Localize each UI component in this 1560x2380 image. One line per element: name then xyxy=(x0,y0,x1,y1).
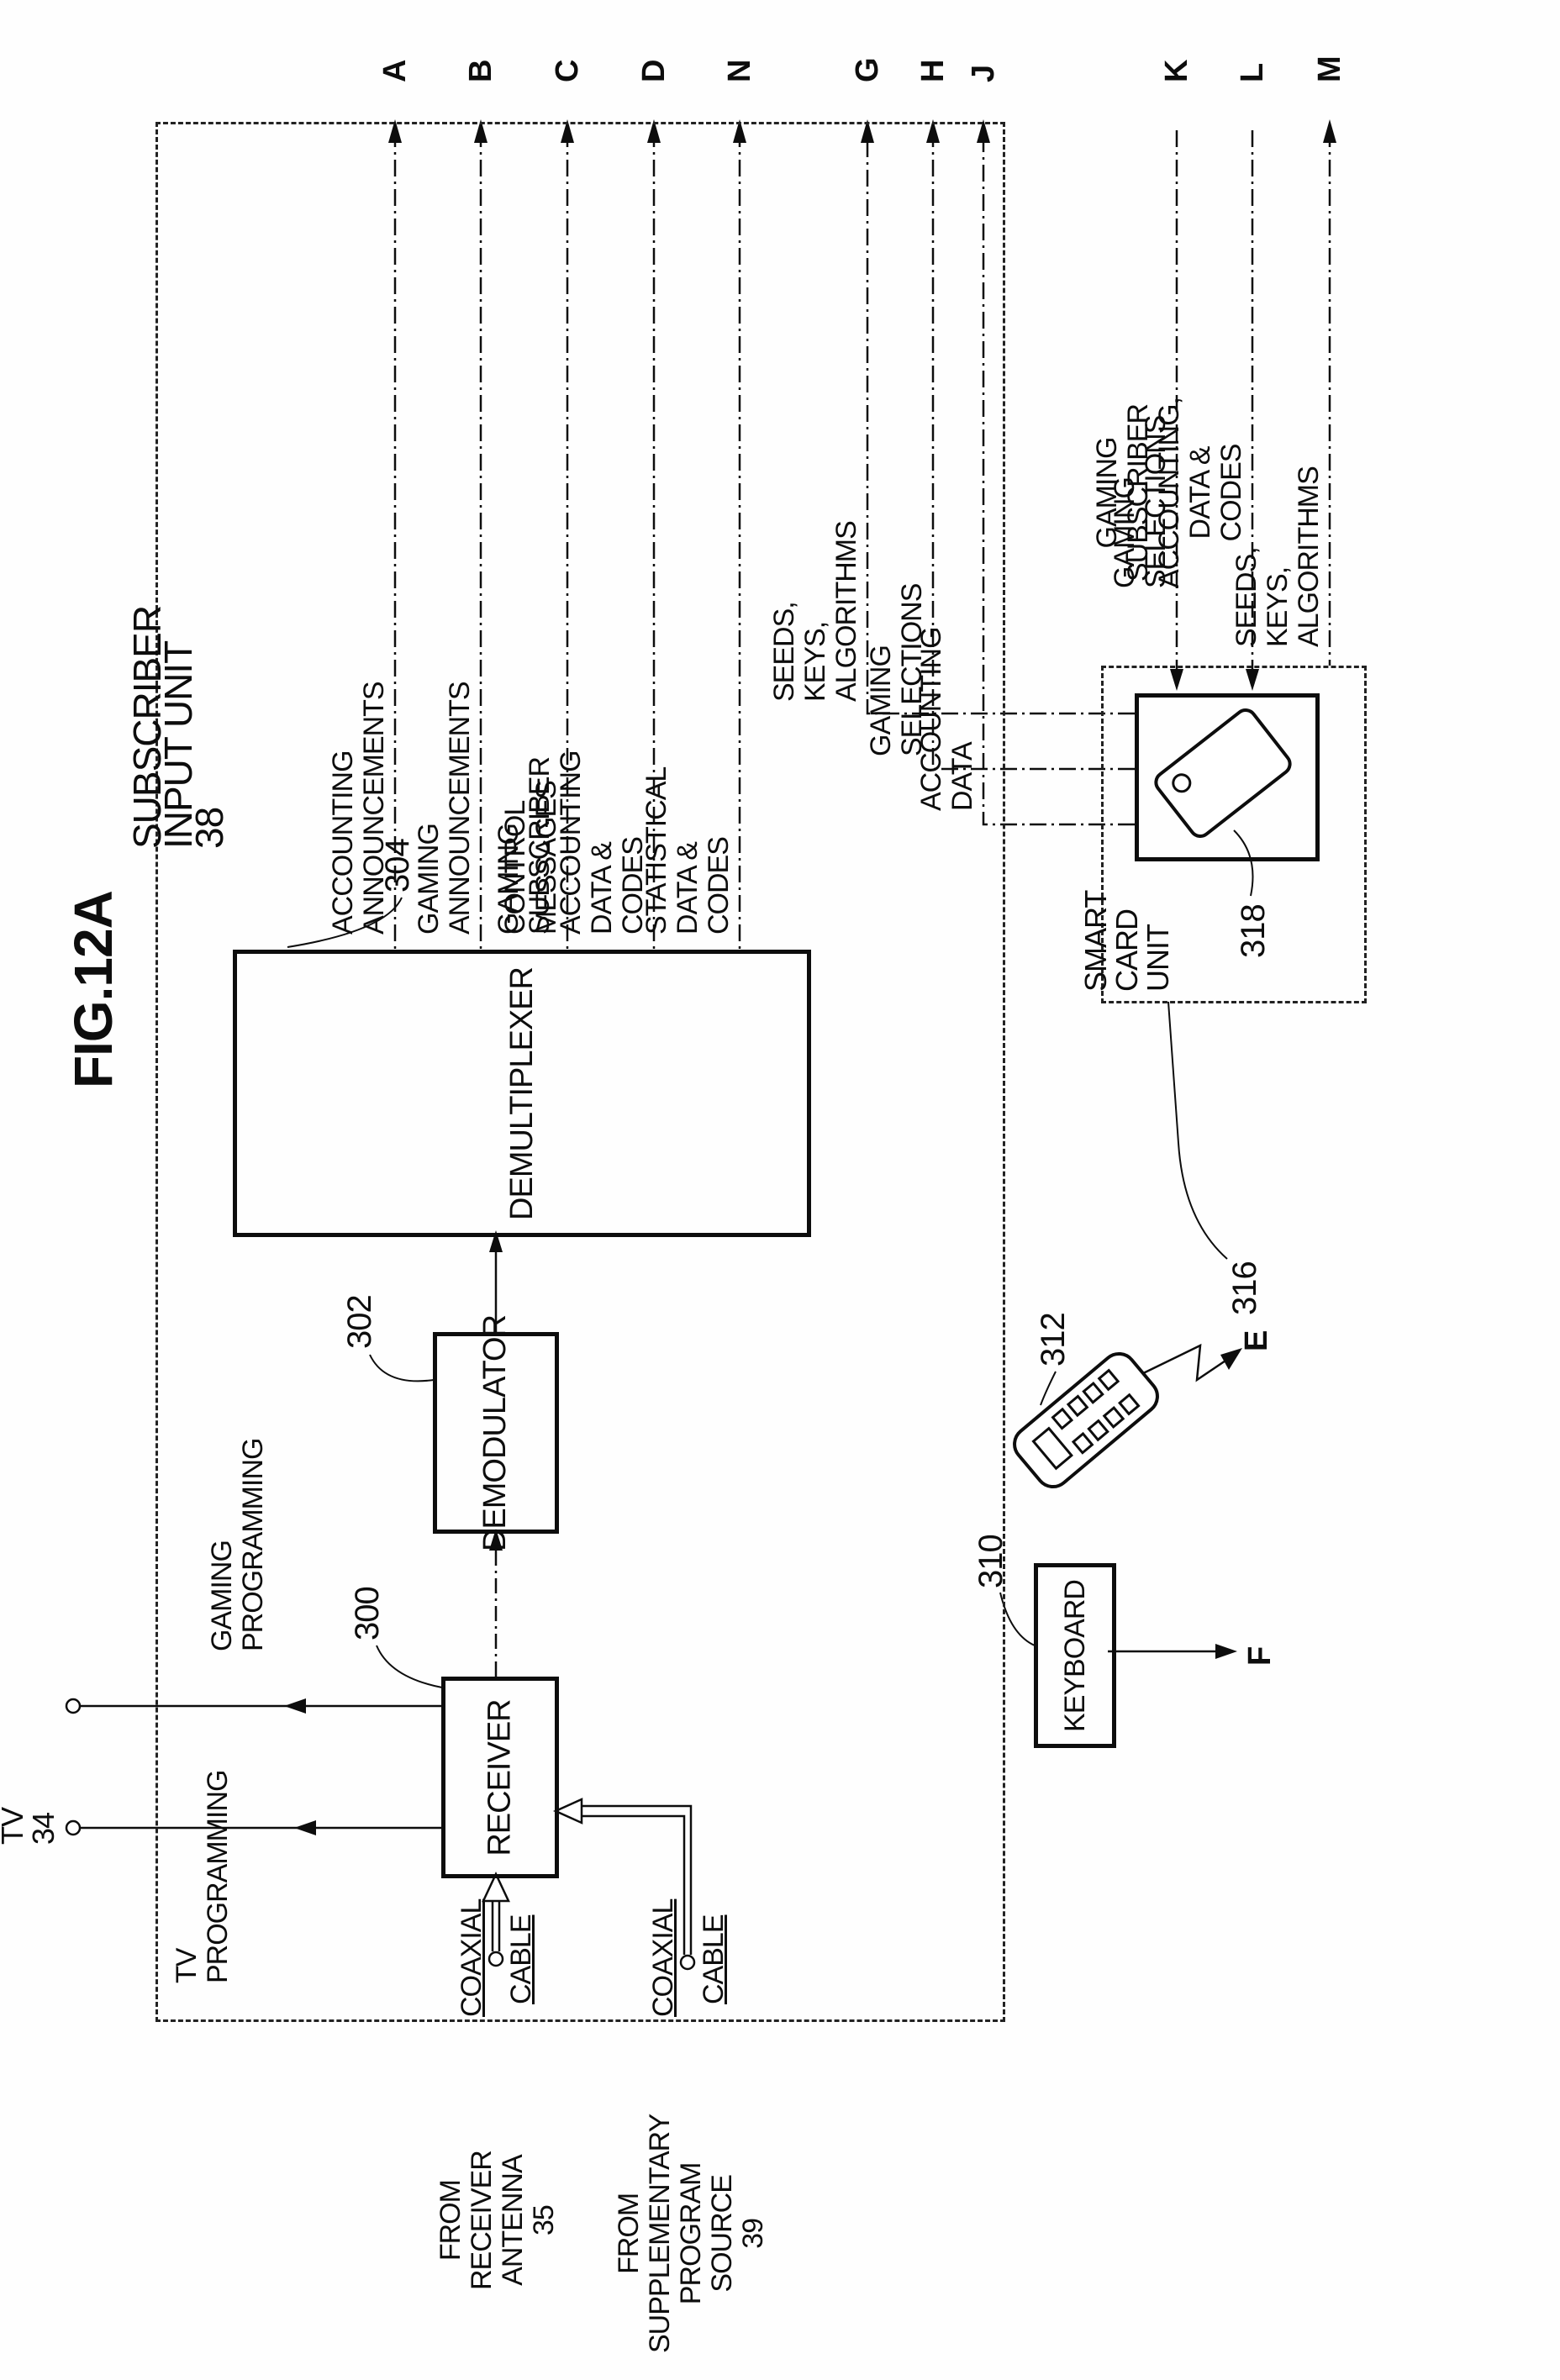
port-letter-f: F xyxy=(1242,1646,1278,1666)
arrowhead-d xyxy=(647,119,661,143)
ref-304-leader xyxy=(287,897,403,948)
ref-302-leader xyxy=(369,1354,435,1382)
port-letter-n: N xyxy=(722,60,757,82)
port-letter-d: D xyxy=(636,60,672,82)
demodulator-label: DEMODULATOR xyxy=(477,1314,514,1551)
arrowhead-gaming-programming xyxy=(284,1698,306,1714)
port-letter-l: L xyxy=(1235,63,1270,82)
supplementary-connection-node xyxy=(679,1954,696,1971)
antenna-coax-arrowhead xyxy=(482,1872,510,1903)
signal-label-b: GAMING ANNOUNCEMENTS xyxy=(413,682,476,935)
figure-title: FIG.12A xyxy=(63,891,124,1088)
signal-label-j: ACCOUNTING DATA xyxy=(915,627,978,811)
ref-300-leader xyxy=(376,1645,443,1688)
keyboard-label: KEYBOARD xyxy=(1058,1579,1091,1732)
subscriber-input-unit-boundary xyxy=(155,122,1005,2022)
port-letter-b: B xyxy=(463,60,498,82)
supplementary-coaxial-label: COAXIAL xyxy=(647,1898,679,2017)
signal-label-a: ACCOUNTING ANNOUNCEMENTS xyxy=(327,682,390,935)
tv-connection-node-gaming xyxy=(65,1698,82,1714)
ref-310: 310 xyxy=(972,1535,1009,1588)
supplementary-coax-line-2 xyxy=(582,1814,686,1955)
ref-310-leader xyxy=(999,1592,1036,1646)
arrowhead-n xyxy=(733,119,746,143)
antenna-coaxial-label: COAXIAL xyxy=(456,1898,488,2017)
smart-card-reader-box xyxy=(1135,693,1320,861)
arrowhead-m xyxy=(1323,119,1336,143)
arrowhead-f xyxy=(1215,1644,1237,1659)
tv-connection-node-tv xyxy=(65,1819,82,1836)
arrowhead-a xyxy=(388,119,402,143)
port-letter-m: M xyxy=(1312,56,1347,82)
ref-312-leader xyxy=(1040,1371,1057,1406)
signal-label-g: SEEDS, KEYS, ALGORITHMS xyxy=(768,521,862,702)
demodulator-box: DEMODULATOR xyxy=(433,1314,559,1551)
ref-316: 316 xyxy=(1226,1261,1263,1315)
antenna-connection-node xyxy=(488,1951,504,1967)
from-receiver-antenna-label: FROM RECEIVER ANTENNA 35 xyxy=(435,2151,560,2290)
signal-line-j xyxy=(982,130,1135,826)
demultiplexer-label: DEMULTIPLEXER xyxy=(503,966,540,1220)
arrowhead-receiver-to-demod xyxy=(489,1529,503,1551)
keyboard-box: KEYBOARD xyxy=(1034,1563,1116,1748)
arrowhead-j xyxy=(977,119,990,143)
ref-318: 318 xyxy=(1235,904,1272,958)
demultiplexer-box: DEMULTIPLEXER xyxy=(233,950,811,1237)
port-letter-h: H xyxy=(915,60,951,82)
ref-304: 304 xyxy=(379,839,416,893)
arrowhead-b xyxy=(474,119,488,143)
arrowhead-l-down xyxy=(1246,669,1259,691)
port-letter-c: C xyxy=(550,60,585,82)
smart-card-unit-label: SMART CARD UNIT xyxy=(1078,891,1175,992)
receiver-box: RECEIVER xyxy=(441,1677,559,1878)
supplementary-coax-line-1 xyxy=(582,1804,693,1955)
subscriber-input-unit-title: SUBSCRIBER INPUT UNIT 38 xyxy=(125,605,231,849)
arrowhead-h xyxy=(926,119,940,143)
signal-line-g xyxy=(866,130,1135,715)
port-letter-a: A xyxy=(377,60,413,82)
port-letter-g: G xyxy=(850,58,885,82)
signal-label-l: GAMING SUBSCRIBER ACCOUNTING, DATA & COD… xyxy=(1091,398,1247,588)
arrowhead-g xyxy=(861,119,874,143)
arrowhead-tv-programming xyxy=(294,1820,316,1835)
wireless-zigzag-line xyxy=(1136,1343,1236,1382)
smart-card-unit-boundary xyxy=(1101,666,1367,1003)
port-letter-j: J xyxy=(966,65,1001,82)
signal-label-d: GAMING SUBSCRIBER ACCOUNTING DATA & CODE… xyxy=(493,750,649,935)
gaming-programming-label: GAMING PROGRAMMING xyxy=(206,1438,269,1651)
tv-programming-label: TV PROGRAMMING xyxy=(171,1770,234,1983)
arrowhead-k-down xyxy=(1170,669,1183,691)
port-letter-e: E xyxy=(1239,1330,1274,1351)
from-supplementary-source-label: FROM SUPPLEMENTARY PROGRAM SOURCE 39 xyxy=(613,2114,769,2353)
signal-line-h xyxy=(931,130,1135,771)
to-tv-label: TO TV 34 xyxy=(0,1807,61,1845)
smart-card-icon xyxy=(1154,708,1292,838)
arrowhead-e xyxy=(1220,1348,1242,1370)
receiver-label: RECEIVER xyxy=(482,1698,518,1856)
supplementary-cable-label: CABLE xyxy=(698,1914,730,2005)
ref-300: 300 xyxy=(349,1587,386,1640)
arrowhead-demod-to-demux xyxy=(489,1230,503,1252)
arrowhead-c xyxy=(561,119,574,143)
ref-316-leader xyxy=(1167,1001,1228,1260)
signal-label-n: STATISTICAL DATA & CODES xyxy=(640,767,735,935)
remote-control-icon xyxy=(1013,1351,1159,1489)
ref-302: 302 xyxy=(341,1295,378,1349)
ref-312: 312 xyxy=(1035,1313,1072,1366)
port-letter-k: K xyxy=(1159,60,1194,82)
supplementary-coax-arrowhead xyxy=(552,1798,583,1824)
signal-label-m: SEEDS, KEYS, ALGORITHMS xyxy=(1231,466,1325,647)
antenna-cable-label: CABLE xyxy=(505,1914,537,2005)
